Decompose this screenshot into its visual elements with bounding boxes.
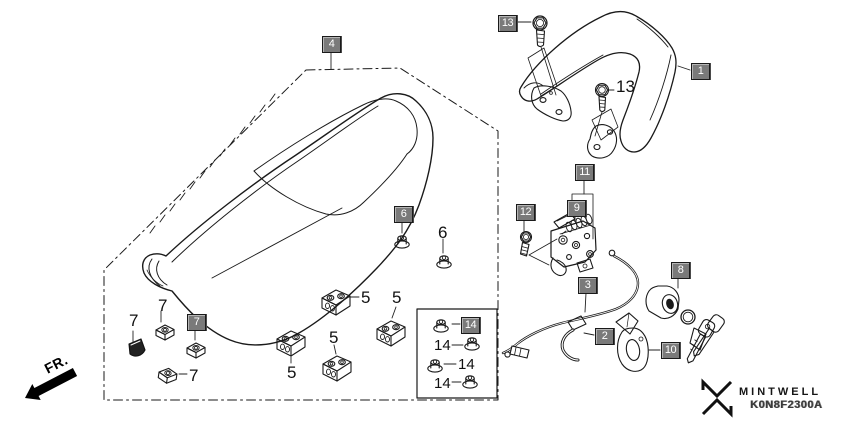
clip-nut-7-c xyxy=(157,366,179,386)
seat-drawing xyxy=(141,93,434,346)
rail-bracket-rear xyxy=(587,108,619,159)
callout-box-7[interactable]: 7 xyxy=(187,314,206,331)
seat-latch-assembly xyxy=(550,220,597,277)
callout-5-d: 5 xyxy=(329,328,339,347)
lock-set-8 xyxy=(645,285,725,364)
clip-nut-7-b xyxy=(186,342,206,359)
grommet-14-2 xyxy=(464,337,480,351)
bolt-13-bottom xyxy=(594,82,610,137)
callout-box-2[interactable]: 2 xyxy=(595,328,614,345)
dashed-boundary xyxy=(103,67,499,401)
callout-14-a: 14 xyxy=(434,337,451,354)
rubber-cap-7 xyxy=(128,338,146,357)
callout-13-plain: 13 xyxy=(616,77,635,96)
callout-box-6[interactable]: 6 xyxy=(394,206,413,223)
rubber-block-5-c xyxy=(276,330,306,357)
callout-5-a: 5 xyxy=(361,288,371,307)
seat-lock-cable xyxy=(501,249,640,359)
callout-box-12[interactable]: 12 xyxy=(516,204,535,221)
callout-14-b: 14 xyxy=(458,356,475,373)
callout-box-13[interactable]: 13 xyxy=(498,15,517,32)
callout-box-10[interactable]: 10 xyxy=(661,342,680,359)
grommet-14-4 xyxy=(462,375,478,389)
callout-box-9[interactable]: 9 xyxy=(567,200,586,217)
callout-5-b: 5 xyxy=(392,288,402,307)
brand-name: MINTWELL xyxy=(739,386,822,398)
callout-7-b: 7 xyxy=(158,296,168,315)
fr-arrow-icon xyxy=(25,368,78,400)
callout-box-1[interactable]: 1 xyxy=(691,63,710,80)
mintwell-logo-icon xyxy=(701,378,733,418)
callout-box-14[interactable]: 14 xyxy=(461,317,480,334)
key-icon-front xyxy=(686,319,716,364)
diagram-code: K0N8F2300A xyxy=(750,399,823,411)
rubber-block-5-d xyxy=(322,355,352,382)
lock-barrel xyxy=(645,285,680,320)
bolt-12 xyxy=(519,230,558,266)
callout-box-11[interactable]: 11 xyxy=(575,164,594,181)
grommet-14-3 xyxy=(427,359,443,373)
rubber-block-5-a xyxy=(321,289,351,316)
callout-6-plain: 6 xyxy=(438,223,448,242)
callout-14-c: 14 xyxy=(434,375,451,392)
callout-5-c: 5 xyxy=(287,363,297,382)
bracket-10 xyxy=(615,312,649,372)
leader-lines xyxy=(132,21,691,383)
callout-box-8[interactable]: 8 xyxy=(671,262,690,279)
grab-rail-drawing xyxy=(518,10,677,153)
callout-box-3[interactable]: 3 xyxy=(578,277,597,294)
callout-box-4[interactable]: 4 xyxy=(322,36,341,53)
grommet-6-b xyxy=(436,255,452,269)
grommet-14-1 xyxy=(433,319,449,333)
callout-7-a: 7 xyxy=(129,311,139,330)
hardware-box-14 xyxy=(416,308,498,399)
hook-2 xyxy=(560,315,587,362)
clip-nut-7-a xyxy=(155,324,175,341)
callout-7-c: 7 xyxy=(189,366,199,385)
seat-hatch-marks xyxy=(149,93,276,234)
rail-bracket-front xyxy=(527,47,572,122)
rubber-block-5-b xyxy=(376,320,406,347)
